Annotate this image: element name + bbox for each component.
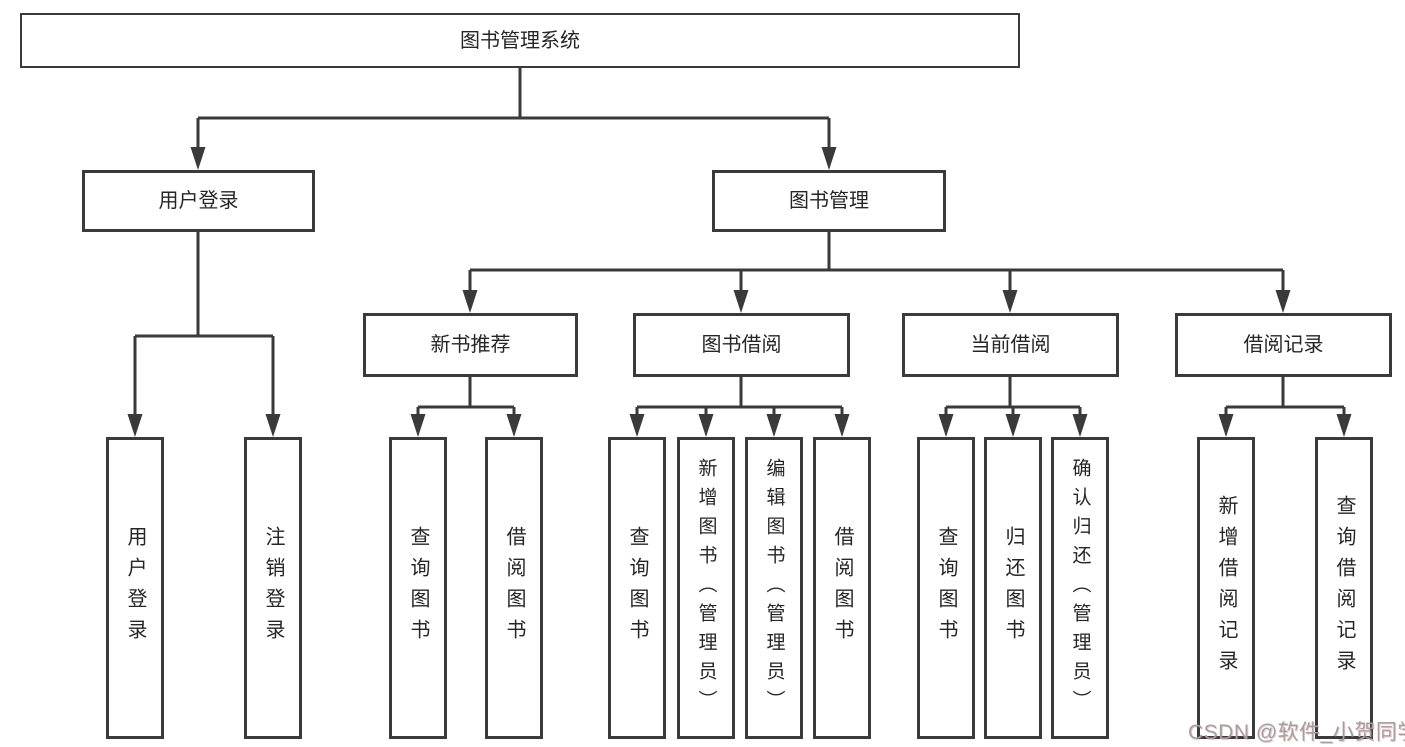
node-label: 注销登录 <box>262 526 284 650</box>
node-label: 当前借阅 <box>970 334 1051 356</box>
leaf-logout: 注销登录 <box>244 437 302 739</box>
leaf-br-add-record: 新增借阅记录 <box>1197 437 1255 739</box>
node-new-book-recommendation: 新书推荐 <box>363 313 578 377</box>
leaf-bb-edit-books-admin: 编辑图书（管理员） <box>745 437 803 739</box>
node-book-management: 图书管理 <box>712 170 946 232</box>
node-label: 新书推荐 <box>430 334 511 356</box>
node-root-library-management-system: 图书管理系统 <box>20 13 1020 68</box>
node-label: 确认归还（管理员） <box>1069 457 1091 719</box>
leaf-bb-borrow-books: 借阅图书 <box>813 437 871 739</box>
node-label: 新增借阅记录 <box>1215 495 1237 681</box>
node-label: 借阅记录 <box>1243 334 1324 356</box>
node-label: 借阅图书 <box>831 526 853 650</box>
node-label: 图书借阅 <box>701 334 782 356</box>
node-label: 借阅图书 <box>503 526 525 650</box>
node-label: 查询借阅记录 <box>1333 495 1355 681</box>
leaf-cb-confirm-return-admin: 确认归还（管理员） <box>1051 437 1109 739</box>
csdn-watermark: CSDN @软件_小贺同学 <box>1188 721 1405 744</box>
node-label: 编辑图书（管理员） <box>763 457 785 719</box>
node-label: 用户登录 <box>124 526 146 650</box>
node-label: 图书管理系统 <box>460 29 580 52</box>
node-label: 归还图书 <box>1002 526 1024 650</box>
leaf-br-query-record: 查询借阅记录 <box>1315 437 1373 739</box>
leaf-nbr-borrow-books: 借阅图书 <box>485 437 543 739</box>
node-label: 查询图书 <box>407 526 429 650</box>
node-label: 新增图书（管理员） <box>695 457 717 719</box>
node-borrowing-records: 借阅记录 <box>1175 313 1392 377</box>
node-label: 查询图书 <box>935 526 957 650</box>
leaf-nbr-query-books: 查询图书 <box>389 437 447 739</box>
leaf-user-login: 用户登录 <box>106 437 164 739</box>
leaf-cb-query-books: 查询图书 <box>917 437 975 739</box>
leaf-bb-add-books-admin: 新增图书（管理员） <box>677 437 735 739</box>
node-label: 查询图书 <box>626 526 648 650</box>
node-user-login: 用户登录 <box>82 170 315 232</box>
leaf-cb-return-books: 归还图书 <box>984 437 1042 739</box>
leaf-bb-query-books: 查询图书 <box>608 437 666 739</box>
node-current-borrowing: 当前借阅 <box>902 313 1119 377</box>
node-label: 用户登录 <box>158 190 239 212</box>
node-book-borrowing: 图书借阅 <box>633 313 850 377</box>
node-label: 图书管理 <box>789 190 869 212</box>
